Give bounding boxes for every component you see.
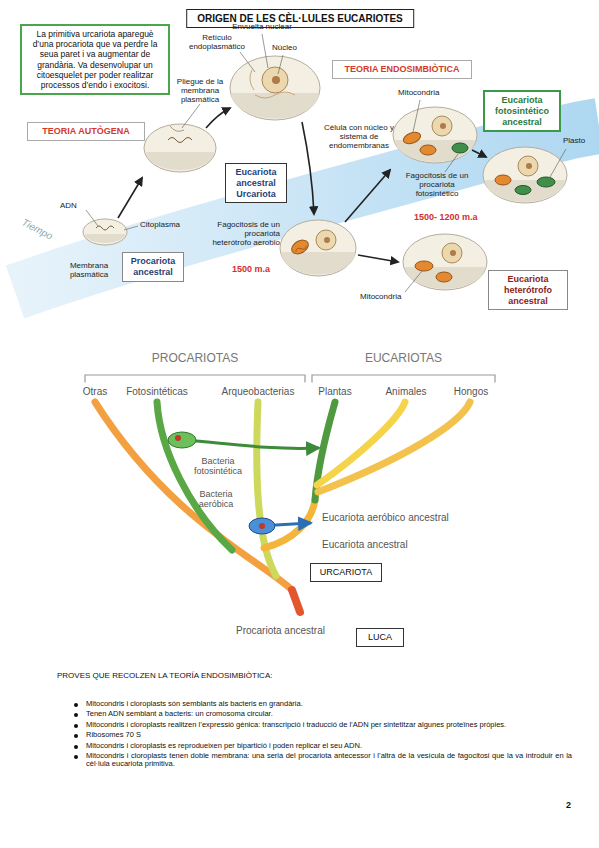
- label-text: Fagocitosis de un procariota heterótrofo…: [206, 221, 280, 248]
- label-text: 1500 m.a: [232, 264, 292, 274]
- label-text: Citoplasma: [140, 221, 196, 230]
- theory-box: TEORIA AUTÒGENA: [27, 122, 145, 141]
- bullet-item: Ribosomes 70 S: [72, 731, 572, 739]
- label-text: Célula con núcleo y sistema de endomembr…: [322, 124, 396, 151]
- title-box: ORIGEN DE LES CÈL·LULES EUCARIOTES: [186, 9, 414, 28]
- box-text: Eucariota heterótrofo ancestral: [493, 274, 563, 306]
- label-text: Procariota ancestral: [236, 625, 348, 636]
- bullet-item: Mitocondris i cloroplasts tenen doble me…: [72, 752, 572, 769]
- box-text: Procariota ancestral: [127, 256, 179, 278]
- bullet-item: Mitocondris i cloroplasts són semblants …: [72, 700, 572, 708]
- tree-box: LUCA: [356, 628, 404, 647]
- label-text: Tiempo: [20, 216, 64, 247]
- label-text: Eucariota aeróbico ancestral: [322, 512, 497, 523]
- label-text: Bacteria fotosintética: [186, 456, 250, 476]
- label-text: Bacteria aeróbica: [190, 489, 242, 509]
- box-text: URCARIOTA: [315, 567, 377, 578]
- stage-box: Eucariota fotosintético ancestral: [483, 90, 561, 132]
- box-text: La primitiva urcariota apareguè d’una pr…: [26, 29, 164, 90]
- label-text: Fagocitosis de un procariota fotosintéti…: [398, 172, 476, 199]
- bullet-item: Mitocondris i cloroplasts es reprodueixe…: [72, 742, 572, 750]
- note-box: La primitiva urcariota apareguè d’una pr…: [20, 24, 170, 95]
- bullet-item: Mitocondris i cloroplasts realitzen l’ex…: [72, 721, 572, 729]
- label-text: Membrana plasmática: [60, 262, 118, 280]
- bullet-item: Tenen ADN semblant a bacteris: un cromos…: [72, 710, 572, 718]
- stage-box: Eucariota heterótrofo ancestral: [488, 270, 568, 310]
- label-text: Hongos: [445, 386, 497, 397]
- label-text: Plantas: [310, 386, 360, 397]
- tree-box: URCARIOTA: [310, 563, 382, 582]
- label-text: Eucariota ancestral: [322, 539, 442, 550]
- box-text: Eucariota fotosintético ancestral: [489, 95, 555, 127]
- label-text: Mitocondria: [398, 89, 458, 98]
- label-text: Núcleo: [272, 44, 312, 53]
- label-text: 2: [566, 800, 582, 810]
- box-text: LUCA: [361, 632, 399, 643]
- label-text: Envuelta nuclear: [222, 23, 302, 32]
- label-text: Pliegue de la membrana plasmática: [172, 78, 228, 105]
- label-text: Otras: [72, 386, 118, 397]
- label-text: PROCARIOTAS: [85, 352, 305, 365]
- label-text: Retículo endoplasmático: [186, 34, 248, 52]
- stage-box: Eucariota ancestral Urcariota: [225, 163, 287, 203]
- box-text: TEORIA ENDOSIMBIÒTICA: [337, 64, 467, 75]
- label-text: ADN: [60, 202, 90, 211]
- label-text: Plasto: [563, 137, 595, 146]
- label-text: PROVES QUE RECOLZEN LA TEORÍA ENDOSIMBIÒ…: [57, 672, 477, 681]
- label-text: 1500- 1200 m.a: [414, 212, 494, 222]
- label-text: Animales: [380, 386, 432, 397]
- label-text: EUCARIOTAS: [312, 352, 495, 365]
- box-text: Eucariota ancestral Urcariota: [230, 167, 282, 199]
- stage-box: Procariota ancestral: [122, 252, 184, 282]
- label-text: Arqueobacterias: [212, 386, 304, 397]
- label-text: Mitocondria: [360, 293, 420, 302]
- box-text: TEORIA AUTÒGENA: [32, 126, 140, 137]
- theory-box: TEORIA ENDOSIMBIÒTICA: [332, 60, 472, 79]
- label-text: Fotosintéticas: [118, 386, 196, 397]
